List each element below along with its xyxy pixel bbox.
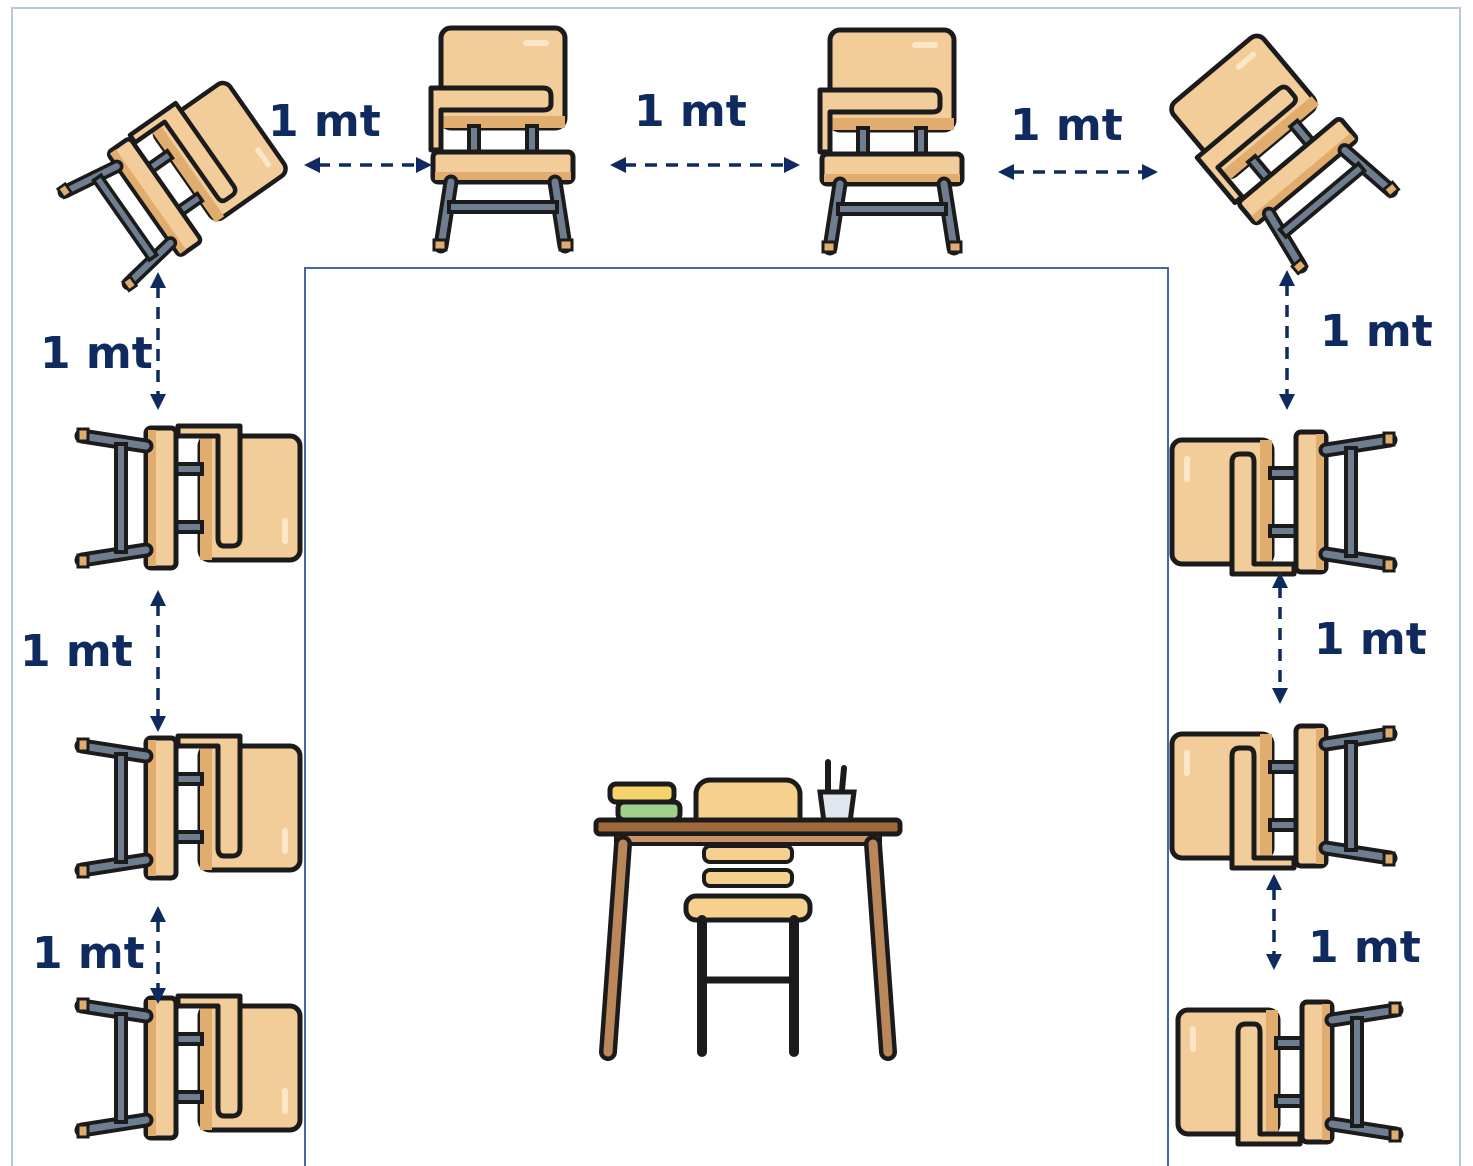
distance-label-top-3: 1 mt [1010,100,1123,151]
distance-label-left-3: 1 mt [32,928,145,979]
distance-arrow-right-3 [1266,874,1282,970]
distance-arrow-top-3 [998,164,1158,180]
distance-arrow-left-2 [150,590,166,732]
distance-label-left-2: 1 mt [20,626,133,677]
distance-arrow-top-1 [304,157,432,173]
distance-arrow-right-1 [1279,270,1295,410]
distance-arrow-left-3 [150,906,166,1004]
distance-arrow-top-2 [610,157,800,173]
distance-label-top-1: 1 mt [268,96,381,147]
distance-label-right-2: 1 mt [1314,614,1427,665]
distance-arrow-left-1 [150,272,166,410]
distance-label-top-2: 1 mt [634,86,747,137]
distance-label-right-1: 1 mt [1320,306,1433,357]
distance-label-right-3: 1 mt [1308,922,1421,973]
distance-arrow-right-2 [1272,572,1288,704]
distance-label-left-1: 1 mt [40,328,153,379]
center-open-area [304,267,1169,1166]
